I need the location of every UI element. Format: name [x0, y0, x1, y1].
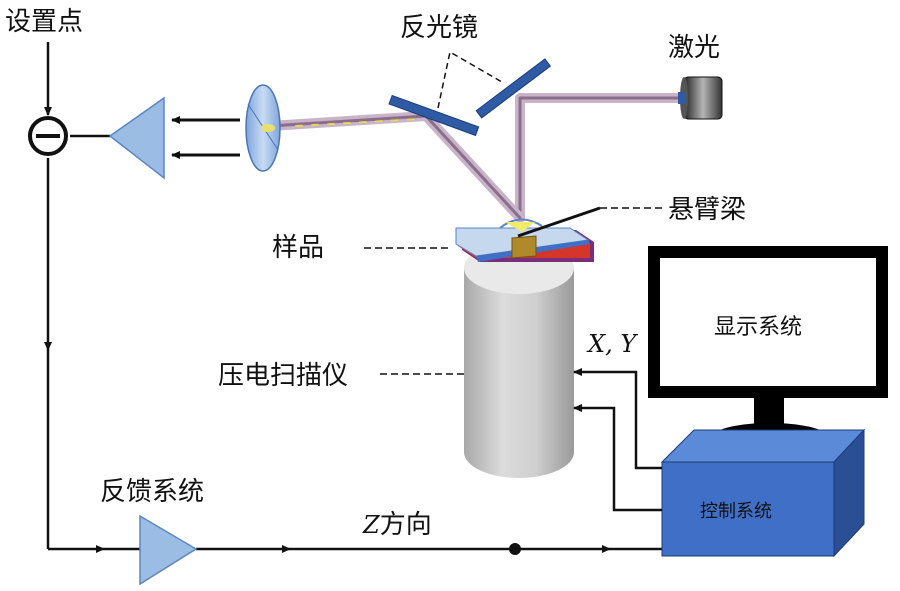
piezo-scanner-label: 压电扫描仪 — [218, 361, 348, 391]
detector-arrows — [171, 116, 240, 159]
mirror-left — [388, 94, 480, 137]
feedback-loop-lines — [44, 42, 662, 553]
xy-signal-lines — [573, 368, 662, 512]
z-direction-italic: Z — [362, 511, 381, 539]
feedback-system-label: 反馈系统 — [100, 477, 204, 507]
comparator — [28, 116, 68, 156]
piezo-scanner — [464, 242, 574, 478]
set-point-label: 设置点 — [5, 7, 83, 37]
mirror-label: 反光镜 — [400, 13, 478, 43]
sample-stage — [455, 218, 594, 262]
sample-label: 样品 — [272, 233, 324, 263]
z-direction-text: 方向 — [380, 510, 432, 540]
junction-dot — [509, 543, 521, 555]
cantilever — [505, 206, 601, 238]
mirror-right — [475, 58, 552, 119]
sample-chip — [511, 235, 537, 259]
lens — [245, 84, 281, 172]
feedback-amplifier — [139, 514, 198, 586]
laser-source — [678, 76, 723, 120]
z-direction-label: Z方向 — [362, 510, 432, 540]
display-monitor — [648, 246, 888, 449]
detector-amplifier — [108, 96, 165, 180]
control-box — [660, 428, 866, 558]
control-system-label: 控制系统 — [700, 501, 772, 522]
xy-label: X, Y — [586, 330, 638, 358]
display-system-label: 显示系统 — [714, 315, 802, 340]
laser-beam-path — [265, 93, 693, 223]
laser-label: 激光 — [668, 33, 720, 63]
cantilever-label: 悬臂梁 — [668, 195, 746, 225]
leader-lines — [364, 207, 662, 375]
